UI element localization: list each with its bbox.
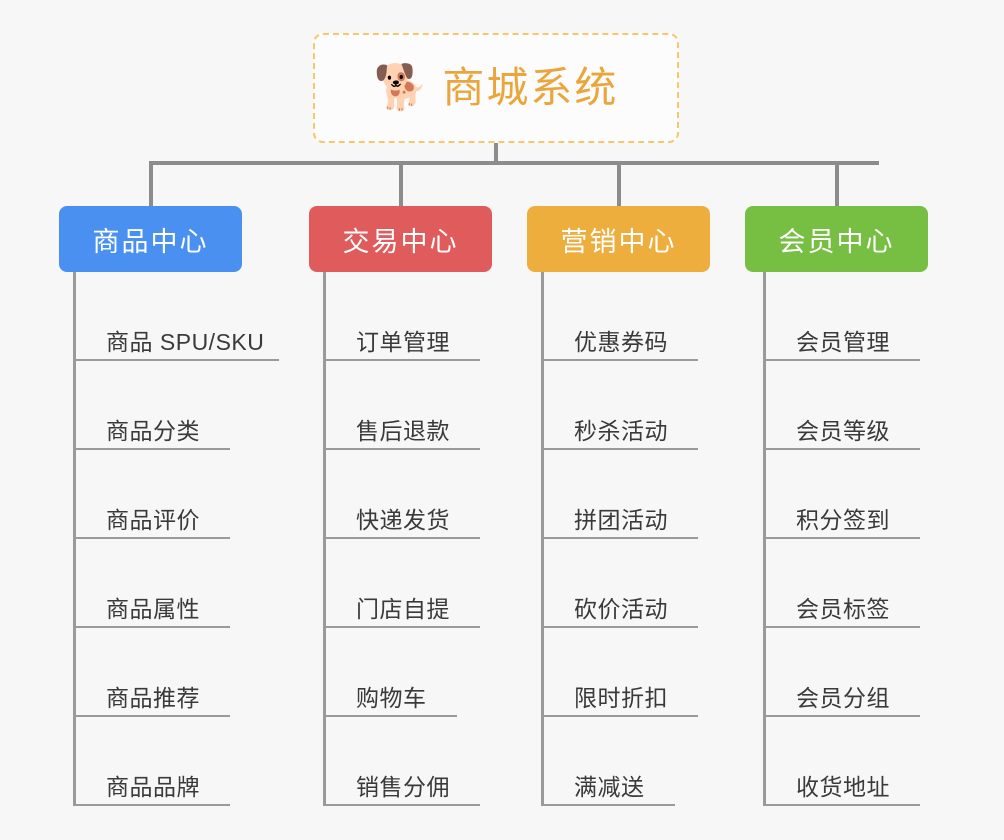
leaf-item-label: 会员标签	[796, 595, 890, 622]
leaf-item[interactable]: 门店自提	[323, 539, 480, 628]
leaf-item[interactable]: 商品分类	[73, 361, 230, 450]
leaf-item-label: 积分签到	[796, 506, 890, 533]
leaf-item-label: 订单管理	[356, 328, 450, 355]
leaf-item-label: 满减送	[574, 773, 645, 800]
leaf-item-label: 商品品牌	[106, 773, 200, 800]
leaf-item[interactable]: 快递发货	[323, 450, 480, 539]
leaf-item[interactable]: 购物车	[323, 628, 457, 717]
leaf-item[interactable]: 商品评价	[73, 450, 230, 539]
category-header-label: 交易中心	[342, 226, 459, 257]
leaf-spine	[73, 272, 76, 806]
category-header-2[interactable]: 交易中心	[309, 206, 492, 272]
root-connector-stem	[494, 143, 498, 165]
category-header-label: 会员中心	[778, 226, 895, 257]
leaf-item[interactable]: 砍价活动	[541, 539, 698, 628]
leaf-item-label: 售后退款	[356, 417, 450, 444]
leaf-item[interactable]: 商品 SPU/SKU	[73, 272, 279, 361]
root-node[interactable]: 🐕 商城系统	[313, 33, 679, 143]
leaf-item-label: 会员分组	[796, 684, 890, 711]
leaf-item[interactable]: 商品属性	[73, 539, 230, 628]
leaf-item[interactable]: 收货地址	[763, 717, 920, 806]
leaf-item-label: 商品 SPU/SKU	[106, 328, 265, 355]
leaf-item-label: 会员管理	[796, 328, 890, 355]
leaf-item[interactable]: 会员等级	[763, 361, 920, 450]
leaf-item[interactable]: 订单管理	[323, 272, 480, 361]
connector-drop-2	[399, 161, 403, 207]
leaf-item[interactable]: 满减送	[541, 717, 675, 806]
leaf-item[interactable]: 售后退款	[323, 361, 480, 450]
leaf-item-label: 门店自提	[356, 595, 450, 622]
leaf-item-label: 商品属性	[106, 595, 200, 622]
leaf-item-label: 商品推荐	[106, 684, 200, 711]
leaf-item[interactable]: 拼团活动	[541, 450, 698, 539]
leaf-item[interactable]: 销售分佣	[323, 717, 480, 806]
leaf-item[interactable]: 会员分组	[763, 628, 920, 717]
category-header-label: 营销中心	[560, 226, 677, 257]
leaf-item-label: 拼团活动	[574, 506, 668, 533]
category-header-3[interactable]: 营销中心	[527, 206, 710, 272]
leaf-item[interactable]: 秒杀活动	[541, 361, 698, 450]
connector-drop-3	[617, 161, 621, 207]
leaf-item-label: 会员等级	[796, 417, 890, 444]
leaf-item-label: 收货地址	[796, 773, 890, 800]
leaf-item-label: 商品分类	[106, 417, 200, 444]
leaf-item-label: 优惠券码	[574, 328, 668, 355]
leaf-item-label: 销售分佣	[356, 773, 450, 800]
leaf-item-label: 秒杀活动	[574, 417, 668, 444]
leaf-item[interactable]: 商品品牌	[73, 717, 230, 806]
leaf-item-label: 商品评价	[106, 506, 200, 533]
connector-bus	[151, 161, 879, 165]
leaf-item[interactable]: 积分签到	[763, 450, 920, 539]
leaf-spine	[323, 272, 326, 806]
leaf-item-label: 快递发货	[356, 506, 450, 533]
shiba-inu-dog-face-icon: 🐕	[373, 63, 429, 112]
category-header-4[interactable]: 会员中心	[745, 206, 928, 272]
leaf-item-label: 购物车	[356, 684, 427, 711]
leaf-item[interactable]: 会员管理	[763, 272, 920, 361]
leaf-spine	[763, 272, 766, 806]
connector-drop-1	[149, 161, 153, 207]
root-node-title: 商城系统	[442, 64, 619, 111]
category-header-1[interactable]: 商品中心	[59, 206, 242, 272]
leaf-item[interactable]: 会员标签	[763, 539, 920, 628]
leaf-item-label: 限时折扣	[574, 684, 668, 711]
connector-drop-4	[835, 161, 839, 207]
leaf-item[interactable]: 限时折扣	[541, 628, 698, 717]
leaf-item[interactable]: 优惠券码	[541, 272, 698, 361]
leaf-spine	[541, 272, 544, 806]
leaf-item-label: 砍价活动	[574, 595, 668, 622]
category-header-label: 商品中心	[92, 226, 209, 257]
leaf-item[interactable]: 商品推荐	[73, 628, 230, 717]
